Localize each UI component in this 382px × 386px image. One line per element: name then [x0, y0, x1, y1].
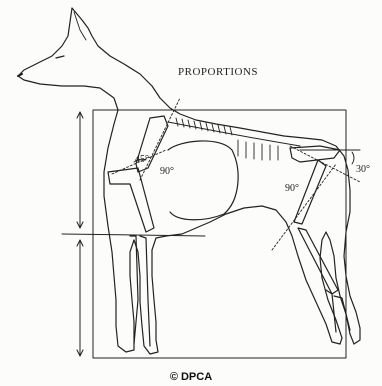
tibia [298, 228, 338, 294]
croup-angle-label: 30° [356, 164, 370, 175]
height-arrow-upper [77, 112, 83, 228]
dog-outline [18, 8, 360, 354]
shoulder-angle-label: 45° [135, 154, 149, 165]
copyright-notice: © DPCA [0, 369, 382, 386]
pelvis [290, 146, 340, 162]
shoulder-joint-angle-label: 90° [160, 166, 174, 177]
humerus [108, 168, 154, 232]
dog-illustration [0, 0, 382, 370]
ear-detail [74, 12, 86, 40]
angle-arc-croup [352, 152, 354, 164]
eye [56, 56, 64, 58]
ribcage [168, 141, 238, 220]
height-arrow-lower [77, 240, 83, 356]
figure-title: PROPORTIONS [178, 66, 258, 78]
nose [18, 74, 22, 76]
hip-joint-angle-label: 90° [285, 183, 299, 194]
